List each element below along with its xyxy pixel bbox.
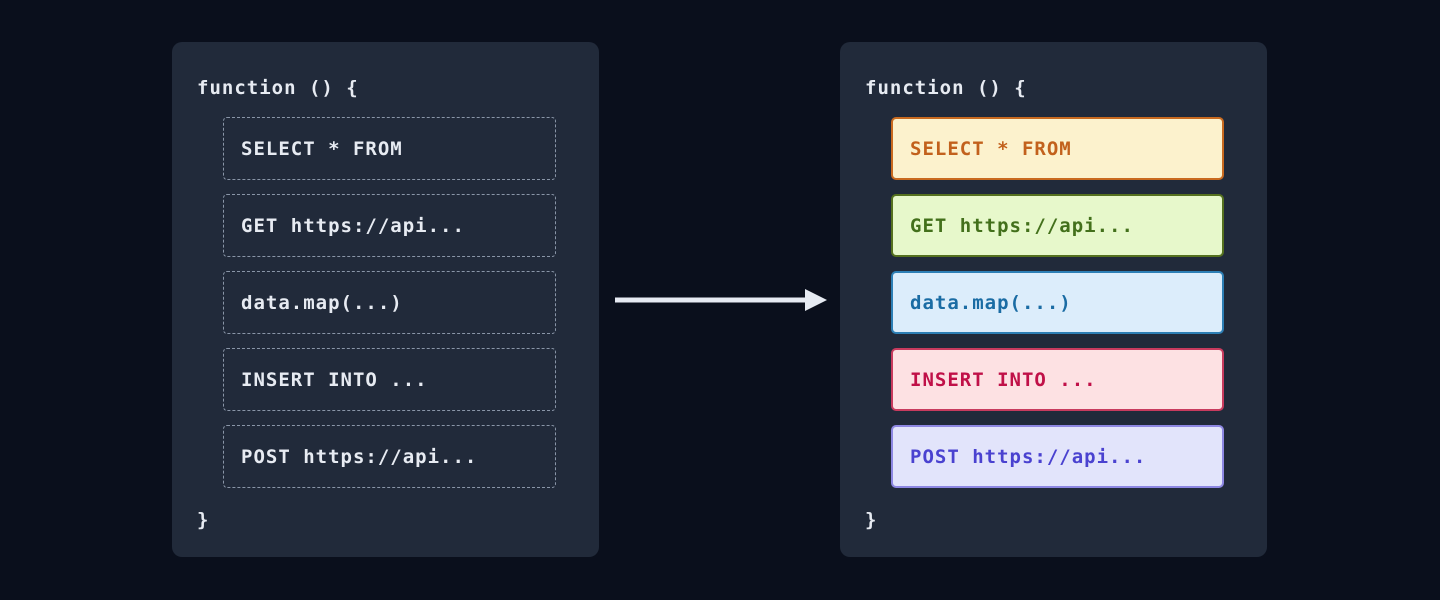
function-close-line: } <box>865 509 878 531</box>
code-panel-highlighted: function () { SELECT * FROM GET https://… <box>840 42 1267 557</box>
code-line-post: POST https://api... <box>223 425 556 488</box>
code-line-datamap: data.map(...) <box>223 271 556 334</box>
code-line-insert: INSERT INTO ... <box>223 348 556 411</box>
code-panel-plain: function () { SELECT * FROM GET https://… <box>172 42 599 557</box>
function-close-line: } <box>197 509 210 531</box>
highlighted-line-select: SELECT * FROM <box>891 117 1224 180</box>
code-line-select: SELECT * FROM <box>223 117 556 180</box>
code-lines-container: SELECT * FROM GET https://api... data.ma… <box>891 117 1225 488</box>
highlighted-line-datamap: data.map(...) <box>891 271 1224 334</box>
function-open-line: function () { <box>197 77 359 99</box>
highlighted-line-post: POST https://api... <box>891 425 1224 488</box>
function-open-line: function () { <box>865 77 1027 99</box>
highlighted-line-insert: INSERT INTO ... <box>891 348 1224 411</box>
code-line-get: GET https://api... <box>223 194 556 257</box>
code-lines-container: SELECT * FROM GET https://api... data.ma… <box>223 117 557 488</box>
right-arrow-icon <box>613 287 829 313</box>
highlighted-line-get: GET https://api... <box>891 194 1224 257</box>
